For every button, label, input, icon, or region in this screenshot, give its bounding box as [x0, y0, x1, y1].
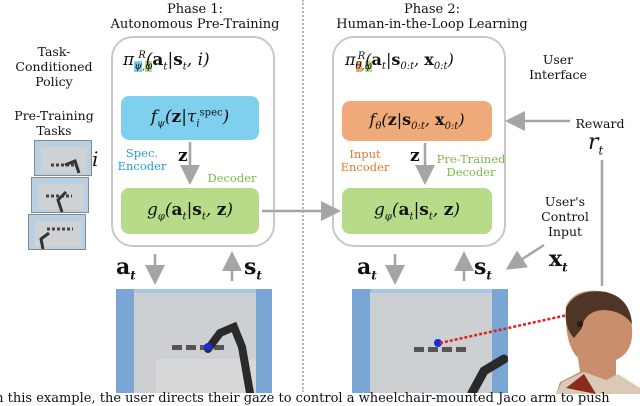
phase2-state-symbol: st: [474, 254, 492, 283]
robot-arm-scene: [35, 141, 91, 175]
robot-arm-scene: [352, 289, 508, 393]
task-index-symbol: i: [92, 147, 99, 171]
human-user-photo: [556, 290, 640, 394]
phase2-action-symbol: at: [357, 254, 377, 283]
phase1-latent-z: z: [178, 146, 188, 166]
spec-encoder-box: fψ(z|τispec): [121, 96, 259, 140]
control-input-symbol: xt: [549, 246, 568, 275]
task-conditioned-policy-label: Task- Conditioned Policy: [15, 44, 93, 89]
phase1-label: Phase 1:: [166, 2, 224, 17]
decoder-box: gφ(at|st, z): [121, 188, 259, 234]
robot-arm-scene: [116, 289, 272, 393]
control-input-arrow: [505, 243, 545, 270]
phase2-heading: Human-in-the-Loop Learning: [336, 17, 528, 32]
input-encoder-box: fθ(z|s0:t, x0:t): [342, 101, 492, 141]
phase1-robot-scene: [116, 289, 272, 393]
user-interface-label: User Interface: [529, 52, 587, 82]
robot-arm-scene: [29, 215, 85, 249]
decoder-note: Decoder: [207, 171, 257, 185]
reward-symbol: rt: [588, 130, 604, 158]
task-thumbnail-1: [34, 140, 92, 176]
pretraining-tasks-label: Pre-Training Tasks: [14, 108, 94, 138]
phase2-latent-z: z: [410, 146, 420, 166]
phase2-title: Phase 2: Human-in-the-Loop Learning: [322, 2, 542, 32]
input-encoder-note: Input Encoder: [340, 147, 390, 174]
phase1-heading: Autonomous Pre-Training: [110, 17, 280, 32]
phase1-state-symbol: st: [244, 254, 262, 283]
phase2-policy-formula: πθ,φR(at|s0:t, x0:t): [345, 50, 454, 73]
pretrained-decoder-note: Pre-Trained Decoder: [436, 152, 506, 179]
robot-arm-scene: [32, 178, 88, 212]
task-thumbnail-3: [28, 214, 86, 250]
phase1-policy-formula: πψ,φR(at|st, i): [123, 50, 210, 73]
user-photo: [556, 288, 640, 394]
figure-caption: In this example, the user directs their …: [0, 391, 610, 406]
reward-label: Reward: [575, 116, 625, 131]
spec-encoder-note: Spec. Encoder: [117, 146, 167, 173]
phase2-robot-scene: [352, 289, 508, 393]
task-thumbnail-2: [31, 177, 89, 213]
pretraining-task-thumbnails: [28, 140, 92, 250]
pretrained-decoder-box: gφ(at|st, z): [342, 188, 492, 234]
phase-divider: [302, 0, 304, 392]
phase1-title: Phase 1: Autonomous Pre-Training: [105, 2, 285, 32]
phase1-action-symbol: at: [116, 254, 136, 283]
phase2-label: Phase 2:: [403, 2, 461, 17]
control-input-label: User's Control Input: [541, 194, 589, 239]
